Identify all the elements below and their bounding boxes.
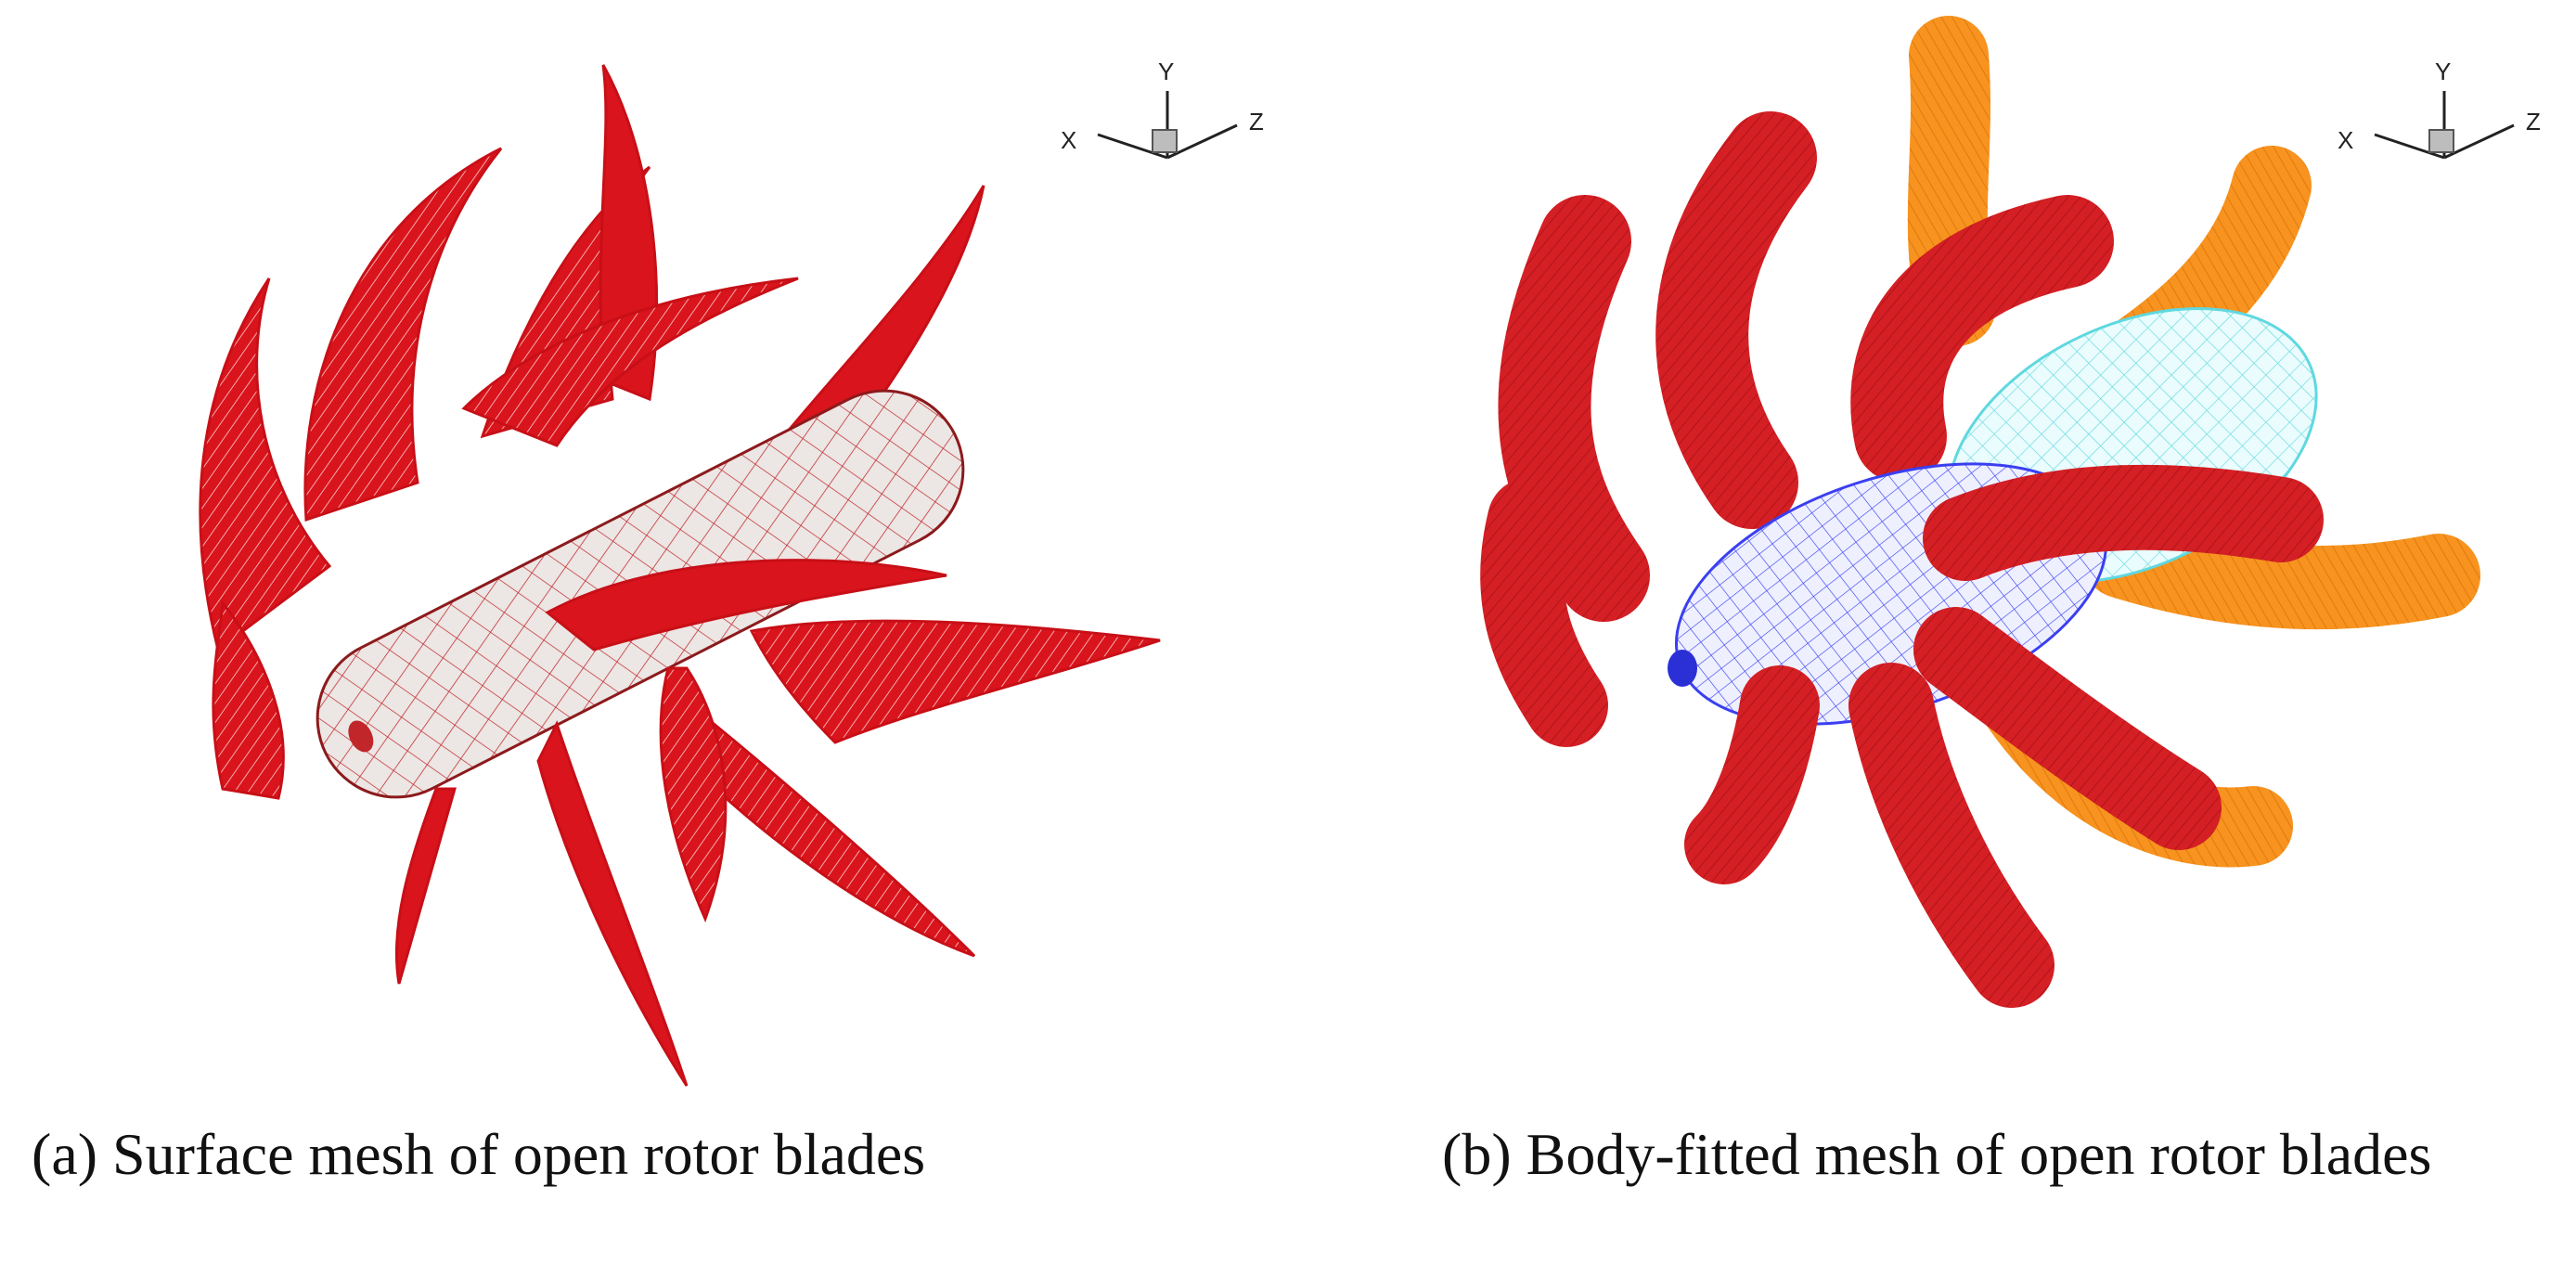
axis-triad: Y X Z xyxy=(1061,58,1264,160)
triad-x-label: X xyxy=(1061,126,1076,154)
blade xyxy=(461,277,799,447)
surface-mesh-figure: Y X Z xyxy=(199,58,1264,1087)
blade xyxy=(212,600,285,800)
front-blade xyxy=(1848,663,2054,1008)
rotor-blades-front xyxy=(394,559,1161,1087)
blade xyxy=(665,683,976,958)
blade xyxy=(536,720,689,1087)
blade xyxy=(394,787,457,985)
rotor-blades-rear xyxy=(199,64,985,800)
front-blade xyxy=(1498,195,1650,622)
blade xyxy=(199,277,332,652)
front-blade xyxy=(1684,665,1820,884)
hub-nose xyxy=(1668,650,1697,687)
triad-y-label: Y xyxy=(2435,58,2451,85)
panel-a: Y X Z (a) Surface mesh of open rotor bla… xyxy=(32,58,1264,1187)
blade xyxy=(303,147,503,522)
blade xyxy=(749,619,1161,744)
triad-z-label: Z xyxy=(2526,108,2541,135)
front-blade xyxy=(1655,111,1817,529)
body-fitted-mesh-figure: Y X Z xyxy=(1480,16,2541,1008)
front-blade xyxy=(1913,607,2222,850)
panel-b: Y X Z (b) Body-fitted mesh of open rotor… xyxy=(1288,0,2576,1277)
caption-b: (b) Body-fitted mesh of open rotor blade… xyxy=(1442,1121,2432,1187)
blade xyxy=(545,559,947,651)
triad-x-label: X xyxy=(2338,126,2353,154)
triad-z-label: Z xyxy=(1249,108,1264,135)
caption-a: (a) Surface mesh of open rotor blades xyxy=(32,1121,926,1187)
rear-blade xyxy=(2081,515,2480,630)
front-blade xyxy=(1850,195,2114,483)
front-blade xyxy=(1923,464,2324,581)
front-blade-meshes-back xyxy=(1480,111,2114,747)
front-blade xyxy=(1480,478,1608,747)
blade xyxy=(659,666,728,923)
triad-y-label: Y xyxy=(1158,58,1174,85)
axis-triad: Y X Z xyxy=(2338,58,2541,160)
front-blade-meshes-front xyxy=(1684,464,2324,1008)
